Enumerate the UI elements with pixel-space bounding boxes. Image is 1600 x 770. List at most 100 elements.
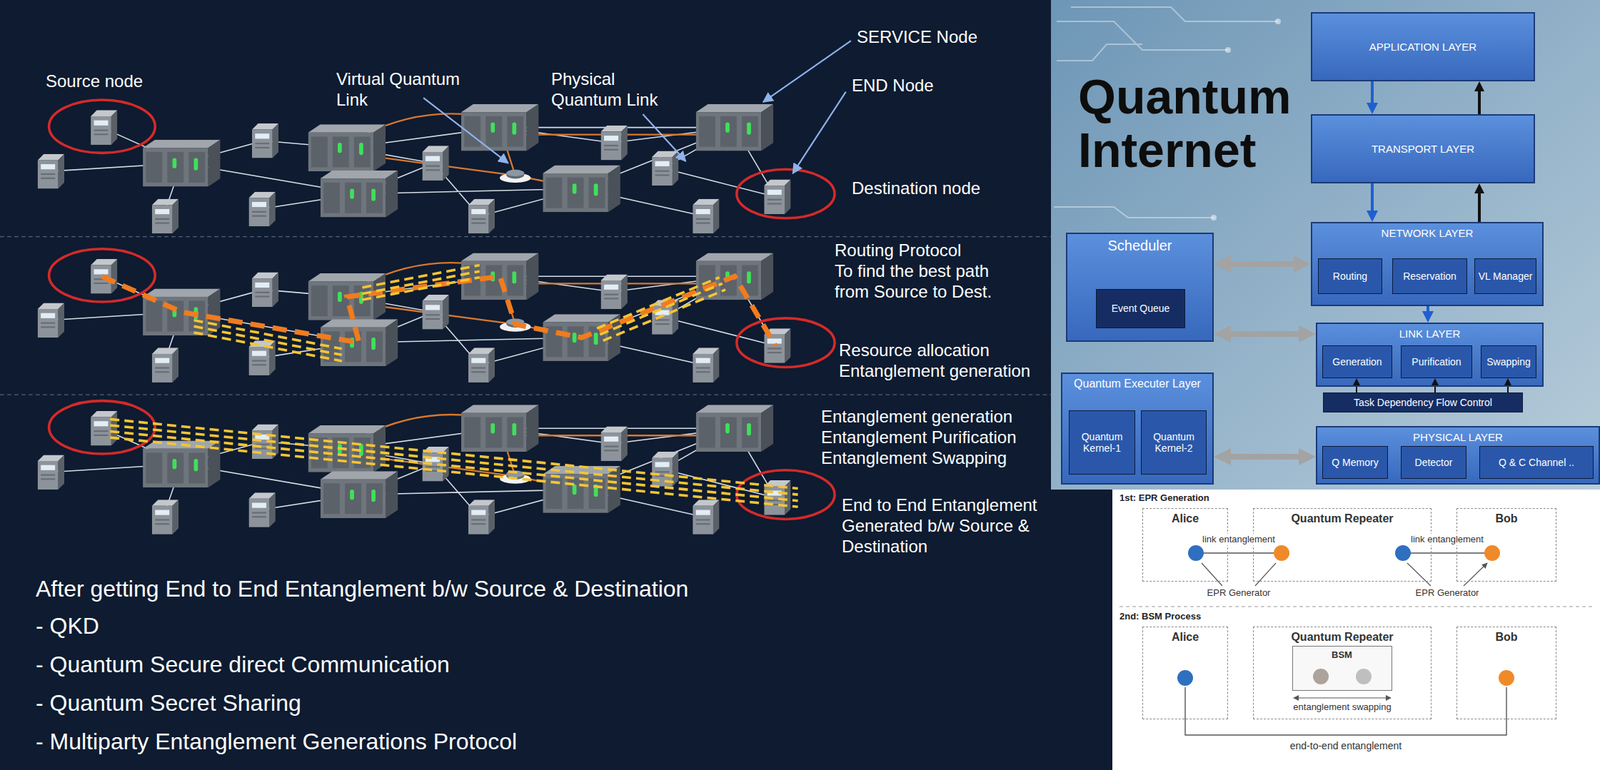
module-box: Routing	[1317, 258, 1383, 295]
text-label: Source node	[45, 71, 143, 93]
network-row	[37, 249, 835, 383]
text-label: entanglement swapping	[1292, 701, 1391, 714]
text-line: Entanglement generation	[838, 361, 1031, 382]
text-line: Quantum	[1153, 431, 1195, 443]
module-box: Detector	[1400, 446, 1467, 480]
node-label: Purification	[1411, 356, 1461, 368]
module-box: Generation	[1322, 345, 1393, 379]
party-box: Bob	[1456, 626, 1557, 720]
text-label: End to End Entanglement Generated b/w So…	[841, 495, 1038, 557]
node-label: Quantum Kernel-2	[1153, 431, 1195, 455]
step-separator	[1119, 606, 1593, 608]
layer-box: TRANSPORT LAYER	[1310, 114, 1536, 184]
text-line: Internet	[1078, 123, 1291, 178]
layer-box: Quantum Executer LayerQuantum Kernel-1Qu…	[1060, 372, 1214, 485]
node-label: Quantum Kernel-1	[1081, 431, 1124, 455]
qubit-orange	[1498, 670, 1515, 687]
text-line: Kernel-2	[1153, 442, 1195, 455]
row-separator	[0, 237, 1051, 396]
module-box: Reservation	[1392, 258, 1468, 295]
text-line: Entanglement generation	[821, 406, 1017, 428]
stack-panel	[1050, 0, 1600, 490]
node-label: NETWORK LAYER	[1381, 227, 1474, 240]
node-label: Detector	[1415, 456, 1453, 469]
text-line: from Source to Dest.	[834, 282, 992, 303]
qubit-blue	[1177, 670, 1194, 687]
node-label: Task Dependency Flow Control	[1353, 396, 1493, 409]
text-line: Quantum	[1081, 431, 1124, 443]
text-line: Entanglement Swapping	[821, 448, 1017, 470]
node-label: Generation	[1332, 356, 1382, 368]
text-line: Physical	[551, 69, 658, 90]
text-label: Resource allocation Entanglement generat…	[838, 340, 1031, 382]
circuit-pad	[1275, 18, 1281, 25]
text-line: Resource allocation	[838, 340, 1031, 362]
circuit-pad	[1225, 47, 1231, 53]
module-box: Task Dependency Flow Control	[1322, 392, 1523, 413]
text-label: - Quantum Secret Sharing	[35, 689, 302, 717]
leader-line	[763, 40, 852, 103]
text-label: link entanglement	[1200, 534, 1278, 546]
module-box: Q Memory	[1322, 446, 1388, 480]
connector-arrow	[1477, 193, 1481, 223]
connector-arrow	[1426, 306, 1430, 312]
node-label: LINK LAYER	[1399, 327, 1461, 340]
text-line: Routing Protocol	[834, 240, 992, 262]
text-label: 2nd: BSM Process	[1119, 611, 1201, 623]
node-label: Event Queue	[1111, 302, 1171, 315]
text-label: Virtual Quantum Link	[336, 69, 460, 111]
text-label: - QKD	[35, 612, 100, 640]
text-line: Quantum	[1078, 69, 1291, 124]
node-label: VL Manager	[1478, 270, 1533, 283]
module-box: Quantum Kernel-2	[1140, 410, 1207, 475]
entanglement-links	[194, 265, 727, 362]
party-box: Alice	[1142, 626, 1229, 720]
node-label: Alice	[1171, 512, 1199, 526]
qubit-blue	[1395, 545, 1411, 562]
layer-box: PHYSICAL LAYERQ MemoryDetectorQ & C Chan…	[1315, 426, 1600, 485]
link-entanglement-line	[1203, 552, 1485, 555]
link-layer-fill	[1315, 322, 1544, 387]
connector-arrow	[1370, 183, 1374, 211]
node-label: Q Memory	[1331, 456, 1378, 469]
node-label: Bob	[1495, 512, 1518, 526]
text-line: Generated b/w Source &	[841, 516, 1038, 537]
text-label: 1st: EPR Generation	[1119, 492, 1210, 505]
module-box: Q & C Channel ..	[1479, 446, 1594, 480]
text-line: Quantum Link	[551, 89, 658, 111]
epr-panel	[1112, 489, 1600, 770]
text-label: END Node	[851, 75, 934, 97]
layer-box: SchedulerEvent Queue	[1065, 232, 1214, 342]
module-box: Swapping	[1480, 345, 1537, 379]
text-line: To find the best path	[834, 261, 992, 283]
text-label: Entanglement generation Entanglement Pur…	[821, 406, 1017, 469]
node-label: Routing	[1332, 270, 1368, 283]
connector-arrow	[1477, 91, 1481, 115]
leader-line	[792, 92, 846, 174]
text-label: - Quantum Secure direct Communication	[35, 651, 450, 679]
qubit-orange	[1484, 545, 1501, 562]
entanglement-row	[37, 401, 835, 535]
node-label: Quantum Repeater	[1290, 631, 1393, 644]
end-to-end-links	[109, 419, 798, 507]
network-row	[37, 401, 835, 535]
node-label: APPLICATION LAYER	[1369, 40, 1477, 53]
text-label: SERVICE Node	[856, 27, 978, 48]
text-line: End to End Entanglement	[841, 495, 1038, 517]
text-line: Kernel-1	[1081, 442, 1124, 455]
text-label: EPR Generator	[1207, 587, 1271, 600]
text-label: EPR Generator	[1415, 587, 1480, 600]
text-label: After getting End to End Entanglement b/…	[35, 575, 689, 603]
routing-row	[37, 249, 835, 383]
qubit-orange	[1273, 545, 1290, 562]
network-row	[37, 99, 835, 234]
layer-box: LINK LAYER Generation Purification Swapping	[1315, 322, 1544, 387]
connector-arrow	[1230, 261, 1294, 268]
text-line: Destination	[841, 536, 1038, 558]
text-label: link entanglement	[1408, 534, 1486, 546]
node-label: Reservation	[1402, 270, 1457, 283]
node-label: Alice	[1171, 631, 1199, 644]
node-label: TRANSPORT LAYER	[1371, 142, 1475, 155]
node-label: Quantum Repeater	[1290, 512, 1393, 526]
node-label: Quantum Executer Layer	[1073, 377, 1201, 391]
